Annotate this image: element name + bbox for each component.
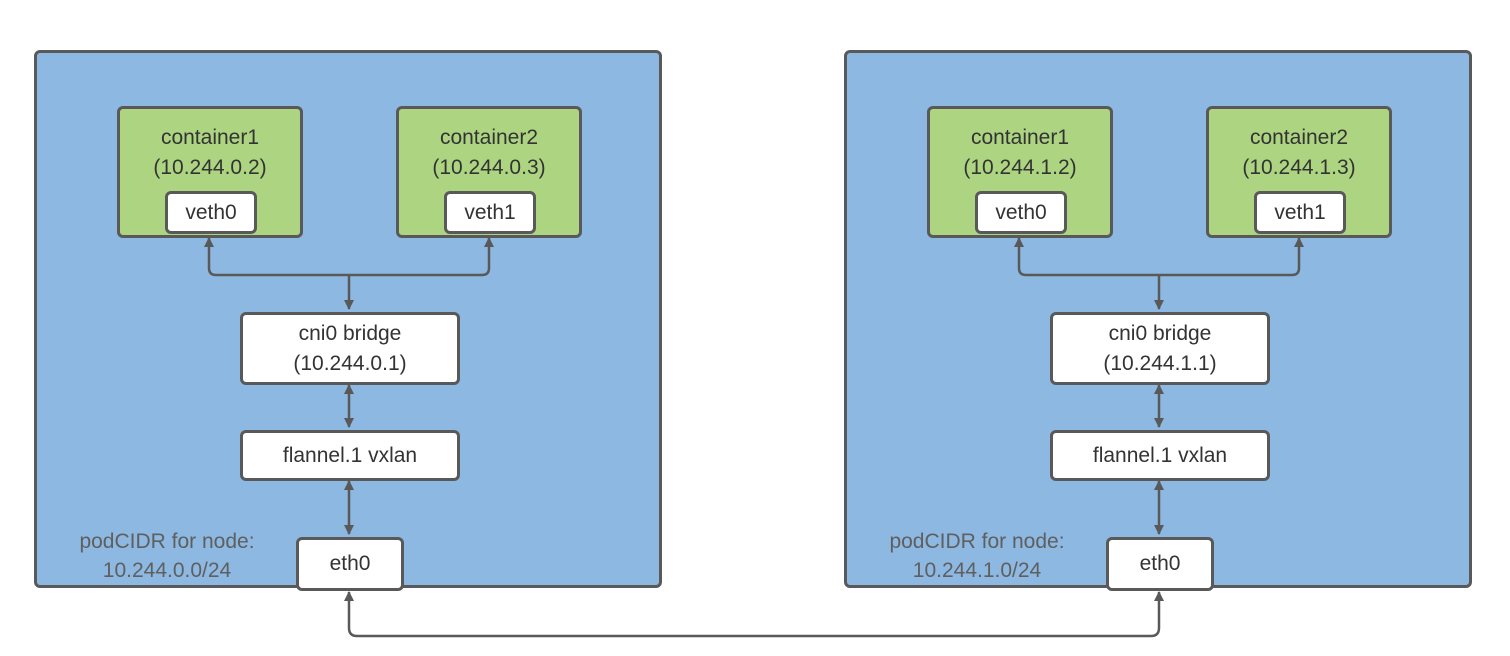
bridge-ip: (10.244.1.1) (1103, 351, 1217, 375)
node-1-veth1: veth1 (1254, 191, 1346, 234)
node-1-cni0-bridge: cni0 bridge (10.244.1.1) (1050, 312, 1270, 385)
node-1-veth0: veth0 (975, 191, 1067, 234)
node-1-container1: container1 (10.244.1.2) veth0 (927, 106, 1113, 238)
bridge-name: cni0 bridge (1108, 321, 1212, 345)
vxlan-label: flannel.1 vxlan (1092, 443, 1228, 467)
node-0-container2: container2 (10.244.0.3) veth1 (396, 106, 582, 238)
node-1-podcidr: podCIDR for node: 10.244.1.0/24 (867, 527, 1087, 585)
node-0-veth1: veth1 (444, 191, 536, 234)
podcidr-label: podCIDR for node: (889, 530, 1065, 553)
eth-label: eth0 (1139, 552, 1181, 575)
node-0-flannel-vxlan: flannel.1 vxlan (240, 430, 460, 481)
node-1-container2: container2 (10.244.1.3) veth1 (1206, 106, 1392, 238)
node-0-veth0: veth0 (165, 191, 257, 234)
node-0-eth0: eth0 (296, 537, 404, 591)
node-to-node-link (344, 591, 1164, 638)
node-1-eth0: eth0 (1106, 537, 1214, 591)
podcidr-label: podCIDR for node: (79, 530, 255, 553)
podcidr-value: 10.244.0.0/24 (102, 559, 232, 582)
node-1: container1 (10.244.1.2) veth0 container2… (844, 50, 1472, 591)
node-0-container1: container1 (10.244.0.2) veth0 (117, 106, 303, 238)
podcidr-value: 10.244.1.0/24 (912, 559, 1042, 582)
node-1-flannel-vxlan: flannel.1 vxlan (1050, 430, 1270, 481)
bridge-ip: (10.244.0.1) (293, 351, 407, 375)
container-ip: (10.244.0.3) (432, 156, 546, 179)
node-0: container1 (10.244.0.2) veth0 container2… (34, 50, 662, 591)
container-name: container1 (160, 126, 260, 149)
node-0-podcidr: podCIDR for node: 10.244.0.0/24 (57, 527, 277, 585)
container-name: container2 (439, 126, 539, 149)
vxlan-label: flannel.1 vxlan (282, 443, 418, 467)
container-ip: (10.244.1.3) (1242, 156, 1356, 179)
node-0-cni0-bridge: cni0 bridge (10.244.0.1) (240, 312, 460, 385)
container-name: container2 (1249, 126, 1349, 149)
eth-label: eth0 (329, 552, 371, 575)
container-ip: (10.244.0.2) (153, 156, 267, 179)
container-name: container1 (970, 126, 1070, 149)
container-ip: (10.244.1.2) (963, 156, 1077, 179)
bridge-name: cni0 bridge (298, 321, 402, 345)
